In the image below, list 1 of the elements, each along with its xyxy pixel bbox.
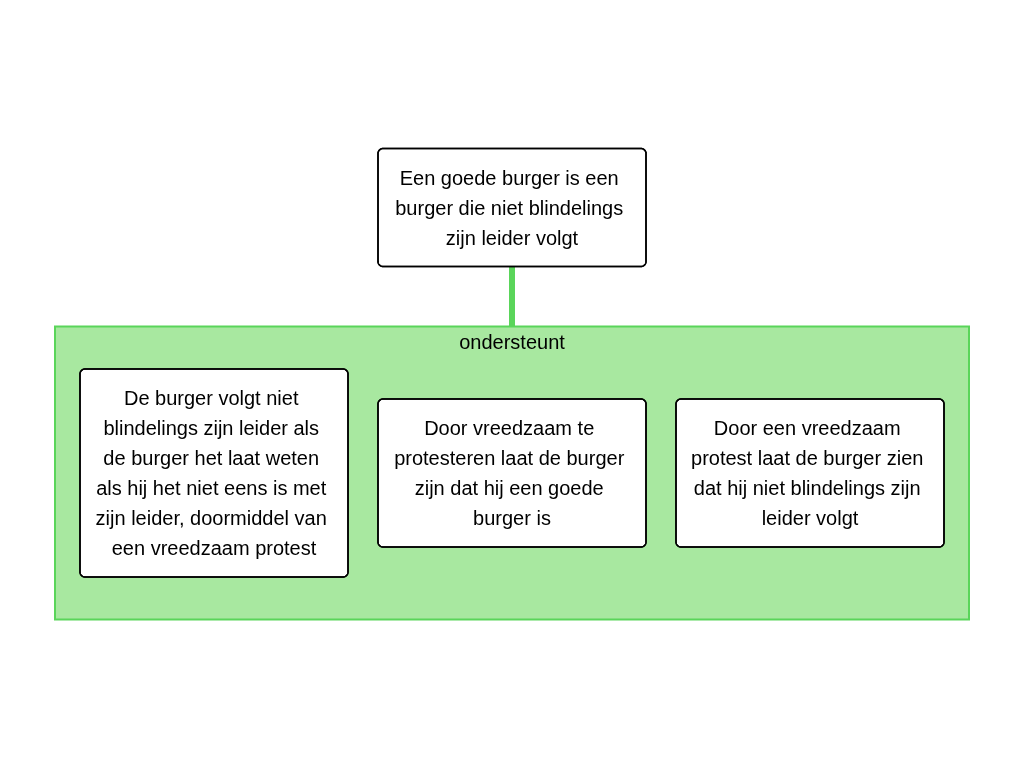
connector: [509, 266, 515, 327]
